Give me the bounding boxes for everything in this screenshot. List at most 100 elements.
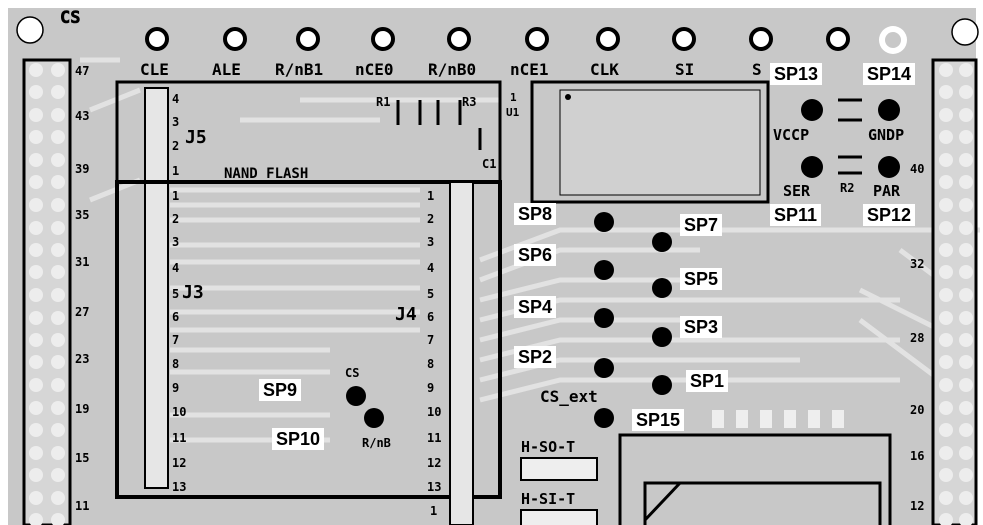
silkscreen-text: 31: [75, 255, 89, 269]
c1-label: C1: [482, 157, 496, 171]
r2-label: R2: [840, 181, 854, 195]
silkscreen-text: 9: [172, 381, 179, 395]
cs-ext-label: CS_ext: [540, 387, 598, 406]
silkscreen-text: 6: [172, 310, 179, 324]
vccp-label: VCCP: [773, 126, 809, 144]
silkscreen-text: 13: [427, 480, 441, 494]
tp-sp11: SP11: [770, 204, 822, 226]
r3-label: R3: [462, 95, 476, 109]
silkscreen-text: 5: [427, 287, 434, 301]
silkscreen-text: 2: [172, 212, 179, 226]
pad-label-nce1: nCE1: [510, 60, 549, 79]
silkscreen-text: 8: [172, 357, 179, 371]
pad-label-si: SI: [675, 60, 694, 79]
silkscreen-text: 11: [427, 431, 441, 445]
testpoint-dots: [346, 99, 900, 428]
gndp-label: GNDP: [868, 126, 904, 144]
pad-label-clk: CLK: [590, 60, 619, 79]
pad-label-rnb0: R/nB0: [428, 60, 476, 79]
j3-label: J3: [182, 282, 204, 303]
tp-sp10: SP10: [272, 428, 325, 450]
silkscreen-text: 8: [427, 357, 434, 371]
j5-label: J5: [185, 127, 207, 148]
tp-sp8: SP8: [514, 203, 557, 225]
j3-pin-numbers: 1 2 3 4 5 6 7 8 9 10 11 12 13: [172, 189, 186, 494]
u1-outline: [530, 80, 770, 204]
silkscreen-text: 10: [427, 405, 441, 419]
pad-label-cle: CLE: [140, 60, 169, 79]
hsi-label: H-SI-T: [521, 490, 575, 508]
pad-label-ale: ALE: [212, 60, 241, 79]
silkscreen-text: 27: [75, 305, 89, 319]
hso-label: H-SO-T: [521, 438, 575, 456]
silkscreen-text: 32: [910, 257, 924, 271]
bottom-ic-outline: [618, 433, 892, 525]
silkscreen-text: 9: [427, 381, 434, 395]
silkscreen-text: 1: [427, 189, 434, 203]
j5-connector: [144, 87, 169, 489]
silkscreen-text: 7: [172, 333, 179, 347]
rnb-label: R/nB: [362, 436, 391, 450]
tp-sp9: SP9: [259, 379, 302, 401]
board-substrate: [8, 8, 976, 525]
silkscreen-text: 15: [75, 451, 89, 465]
mounting-hole-left: [16, 16, 44, 44]
silkscreen-text: 5: [172, 287, 179, 301]
silkscreen-text: 16: [910, 449, 924, 463]
bottom-ic-pads: [712, 410, 844, 428]
j5-pin-numbers: 4 3 2 1: [172, 92, 179, 178]
pad-label-rnb1: R/nB1: [275, 60, 323, 79]
u1-pin1-label: 1: [510, 91, 517, 104]
nand-flash-outline: [115, 180, 502, 499]
silkscreen-text: 1: [172, 189, 179, 203]
silkscreen-text: 10: [172, 405, 186, 419]
mounting-hole-right: [951, 18, 979, 46]
silkscreen-text: 3: [427, 235, 434, 249]
silkscreen-text: 3: [172, 235, 179, 249]
r1-r3-resistors: [396, 100, 482, 150]
top-pads: [145, 27, 850, 51]
tp-sp6: SP6: [514, 244, 557, 266]
silkscreen-text: 1: [172, 164, 179, 178]
hsi-connector: [520, 509, 598, 525]
silkscreen-text: 2: [172, 139, 179, 153]
silk-cs-label: CS: [60, 8, 80, 28]
silkscreen-text: 11: [172, 431, 186, 445]
silkscreen-text: 40: [910, 162, 924, 176]
ser-label: SER: [783, 182, 811, 200]
nand-flash-label: NAND FLASH: [224, 166, 308, 182]
tp-sp2: SP2: [514, 346, 557, 368]
traces: [80, 57, 980, 443]
pad-label-s: S: [752, 60, 762, 79]
hso-connector: [520, 457, 598, 481]
silkscreen-text: 4: [427, 261, 434, 275]
right-header-pads: [939, 63, 973, 525]
left-header-pads: [29, 63, 65, 525]
tp-sp1: SP1: [686, 370, 729, 392]
r1-label: R1: [376, 95, 390, 109]
tp-sp7: SP7: [680, 214, 723, 236]
silkscreen-text: 1: [430, 504, 437, 518]
r2-resistor: [838, 98, 862, 175]
silkscreen-text: 12: [427, 456, 441, 470]
tp-sp3: SP3: [680, 316, 723, 338]
silkscreen-text: 39: [75, 162, 89, 176]
silkscreen-text: 7: [427, 333, 434, 347]
silkscreen-text: 35: [75, 208, 89, 222]
silkscreen-text: 3: [172, 115, 179, 129]
silkscreen-text: 28: [910, 331, 924, 345]
silkscreen-text: 12: [910, 499, 924, 513]
silkscreen-text: 20: [910, 403, 924, 417]
tp-sp14: SP14: [863, 63, 916, 85]
tp-sp12: SP12: [863, 204, 916, 226]
tp-sp13: SP13: [770, 63, 823, 85]
left-header-numbers: 47 43 39 35 31 27 23 19 15 11: [75, 64, 89, 513]
silkscreen-text: 2: [427, 212, 434, 226]
silkscreen-text: 13: [172, 480, 186, 494]
silkscreen-text: 4: [172, 261, 179, 275]
j4-pin-numbers: 1 2 3 4 5 6 7 8 9 10 11 12 13 1: [427, 189, 441, 518]
silkscreen-text: 12: [172, 456, 186, 470]
pad-label-nce0: nCE0: [355, 60, 394, 79]
